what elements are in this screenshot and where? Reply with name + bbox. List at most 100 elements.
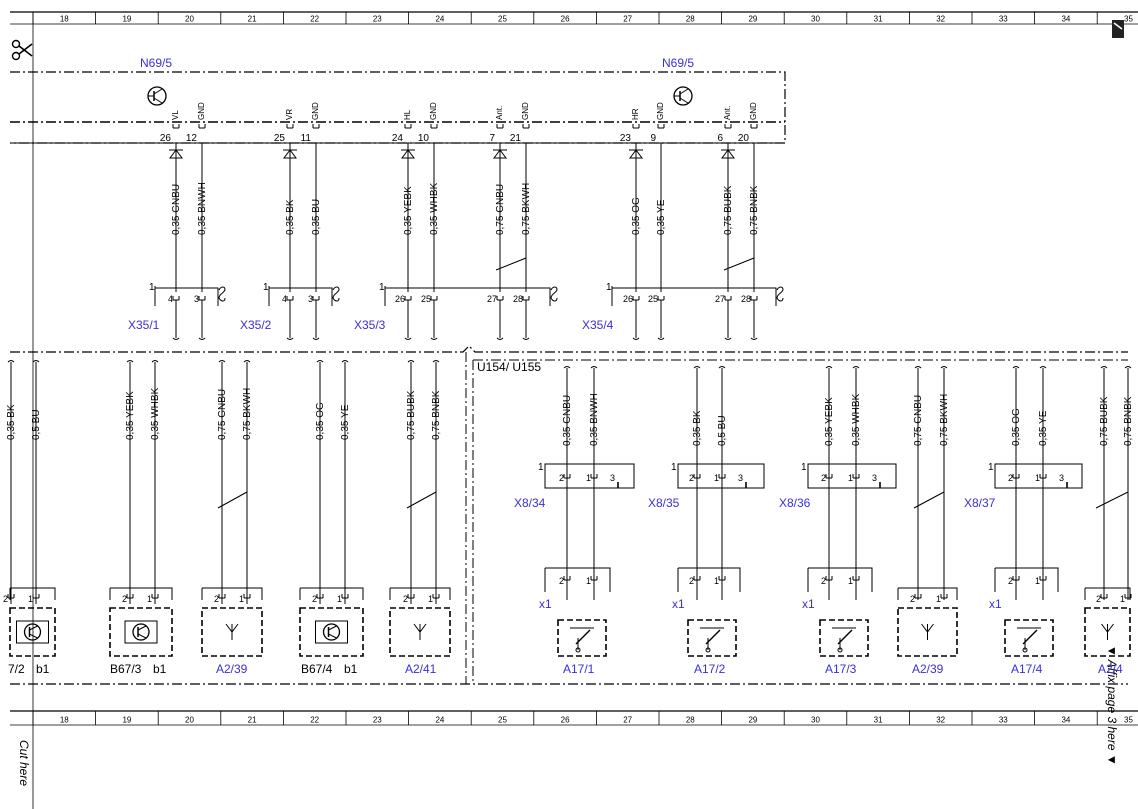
connector-pin-one: 1 [538, 462, 544, 473]
ruler-number: 22 [310, 716, 319, 725]
ruler-number: 19 [122, 716, 131, 725]
connector-pin-number: 26 [395, 294, 405, 304]
wire-break [198, 337, 206, 340]
wire-color-label: 0,35 WHBK [429, 182, 440, 235]
pin-number: 12 [186, 133, 198, 144]
component-connector [389, 587, 451, 600]
wire-color-label: 0,35 YE [656, 199, 667, 235]
wire-break [1124, 366, 1132, 369]
sensor-emitter [137, 633, 147, 639]
wire-break [852, 366, 860, 369]
component-box [687, 619, 737, 657]
component-box [299, 607, 364, 657]
connector-x1 [994, 567, 1059, 592]
component-connector [1084, 587, 1131, 600]
connector-label: X35/4 [582, 318, 614, 332]
connector-pin-number: 2 [821, 473, 826, 483]
pin-terminal [1012, 474, 1020, 479]
wire-break [590, 366, 598, 369]
sensor-emitter [29, 633, 38, 639]
ruler-number: 20 [185, 716, 194, 725]
pin-terminal [151, 594, 159, 599]
pin-terminal [286, 124, 294, 129]
wire-break [718, 366, 726, 369]
module-n69-5: N69/5 N69/5 [10, 56, 786, 144]
wire-color-label: 0,35 BK [692, 410, 703, 446]
component-label: A2/39 [912, 662, 944, 676]
pin-number: 26 [160, 133, 172, 144]
pin-terminal [590, 474, 598, 479]
wire-break [724, 337, 732, 340]
pin-label: VL [171, 110, 180, 120]
ruler-number: 29 [748, 716, 757, 725]
wire-color-label: 0,35 GNBU [562, 395, 573, 446]
pin-terminal [825, 474, 833, 479]
pin-terminal [432, 594, 440, 599]
pin-terminal [7, 594, 15, 599]
twisted-pair-mark [495, 257, 527, 271]
wire-break [243, 360, 251, 363]
ruler-number: 25 [498, 15, 507, 24]
pin-number: 25 [274, 133, 286, 144]
connector-pin-number: 3 [610, 473, 615, 483]
component-label: A17/4 [1011, 662, 1043, 676]
connector-x35 [268, 286, 333, 306]
pin-terminal [1039, 576, 1047, 581]
pin-number: 20 [738, 133, 750, 144]
shield-coil [776, 286, 784, 302]
ruler-number: 34 [1061, 15, 1070, 24]
sensor-collector [137, 625, 147, 631]
scissors-icon [11, 39, 33, 61]
pin-terminal [590, 576, 598, 581]
ruler-number: 30 [811, 15, 820, 24]
component-box [1004, 619, 1054, 657]
connector-pin-number: 4 [168, 294, 173, 304]
ruler-number: 20 [185, 15, 194, 24]
pin-terminal [218, 594, 226, 599]
wire-break [657, 337, 665, 340]
shield-arrow-icon [721, 149, 735, 159]
connector-pin-number: 1 [1035, 576, 1040, 586]
connector-pin-number: 26 [623, 294, 633, 304]
antenna-arms [1101, 623, 1114, 633]
connector-x35 [611, 286, 777, 306]
connector-pin-one: 1 [379, 282, 385, 293]
ruler-number: 31 [874, 716, 883, 725]
connector-pin-number: 1 [848, 576, 853, 586]
connector-label: X35/1 [128, 318, 160, 332]
component-box [389, 607, 451, 657]
wire-color-label: 0,35 OG [1011, 408, 1022, 446]
sensor-icon [132, 623, 150, 641]
component-label: A2/39 [216, 662, 248, 676]
ruler-number: 32 [936, 15, 945, 24]
wire-break [693, 366, 701, 369]
switch-icon [570, 627, 594, 653]
pin-terminal [172, 296, 180, 301]
connector-x1 [807, 567, 873, 592]
wire-break [126, 360, 134, 363]
component-label: A17/3 [825, 662, 857, 676]
connector-x35 [384, 286, 551, 306]
connector-label: X8/34 [514, 496, 546, 510]
shield-arrow-icon [493, 149, 507, 159]
ruler-number: 18 [60, 15, 69, 24]
pin-number: 9 [650, 133, 656, 144]
twisted-pair-mark [1095, 491, 1129, 509]
shield-coil [550, 286, 558, 302]
connector-pin-number: 3 [194, 294, 199, 304]
pin-terminal [563, 474, 571, 479]
connector-pin-number: 2 [559, 576, 564, 586]
connector-x35 [154, 286, 219, 306]
wire-color-label: 0,75 GNBU [217, 389, 228, 440]
component-box [897, 607, 958, 657]
component-label: 7/2 [8, 662, 25, 676]
connector-pin-number: 2 [403, 594, 408, 604]
pin-terminal [126, 594, 134, 599]
pin-terminal [198, 124, 206, 129]
connector-label: X8/36 [779, 496, 811, 510]
wire-break [1100, 366, 1108, 369]
ruler-number: 30 [811, 716, 820, 725]
wire-color-label: 0,75 BKWH [939, 394, 950, 446]
wire-break [825, 366, 833, 369]
wire-color-label: 0,35 YE [340, 404, 351, 440]
